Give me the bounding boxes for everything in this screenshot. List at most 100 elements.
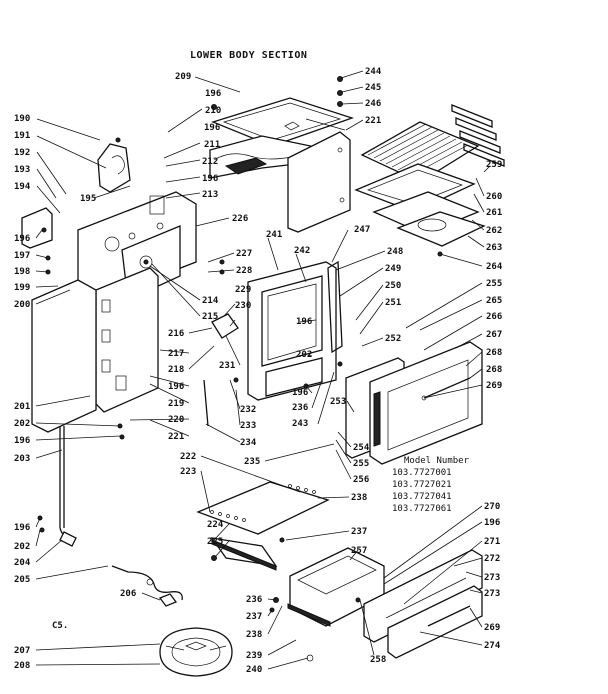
callout-196: 196 [14,234,30,244]
corner-mark: C5. [52,621,68,631]
callout-272: 272 [484,554,500,564]
callout-257: 257 [351,546,367,556]
model-heading: Model Number [404,456,470,466]
callout-209: 209 [175,72,191,82]
callout-200: 200 [14,300,30,310]
callout-268: 268 [486,348,502,358]
callout-210: 210 [205,106,221,116]
callout-202: 202 [14,419,30,429]
callout-labels: 209 196 210 196 211 212 196 213 244 245 … [14,67,503,675]
callout-252: 252 [385,334,401,344]
callout-248: 248 [387,247,403,257]
burner-bowl [159,627,233,677]
callout-224: 224 [207,520,224,530]
callout-196: 196 [168,382,184,392]
model-number-4: 103.7727061 [392,504,452,514]
door-hinge [211,313,239,339]
callout-196: 196 [202,174,218,184]
callout-201: 201 [14,402,30,412]
callout-232: 232 [240,405,256,415]
callout-196: 196 [14,523,30,533]
callout-270: 270 [484,502,500,512]
callout-241: 241 [266,230,282,240]
callout-263: 263 [486,243,502,253]
callout-198: 198 [14,267,30,277]
callout-239: 239 [246,651,262,661]
callout-273: 273 [484,573,500,583]
callout-211: 211 [204,140,220,150]
callout-190: 190 [14,114,30,124]
callout-236: 236 [292,403,308,413]
callout-215: 215 [202,312,218,322]
callout-251: 251 [385,298,401,308]
callout-203: 203 [14,454,30,464]
callout-202: 202 [14,542,30,552]
callout-235: 235 [244,457,260,467]
part-drawings [21,76,505,677]
callout-254: 254 [353,443,370,453]
leveling-leg [59,531,77,547]
model-number-2: 103.7727021 [392,480,452,490]
callout-233: 233 [240,421,256,431]
callout-216: 216 [168,329,184,339]
callout-264: 264 [486,262,503,272]
callout-255: 255 [353,459,369,469]
drawer-front [363,549,483,643]
callout-195: 195 [80,194,96,204]
callout-242: 242 [294,246,310,256]
callout-240: 240 [246,665,262,675]
callout-221: 221 [168,432,184,442]
callout-196: 196 [204,123,220,133]
callout-223: 223 [180,467,196,477]
callout-206: 206 [120,589,136,599]
callout-256: 256 [353,475,369,485]
callout-249: 249 [385,264,401,274]
callout-244: 244 [365,67,382,77]
callout-228: 228 [236,266,252,276]
callout-226: 226 [232,214,248,224]
callout-205: 205 [14,575,30,585]
callout-219: 219 [168,399,184,409]
callout-196: 196 [14,436,30,446]
callout-266: 266 [486,312,502,322]
callout-238: 238 [246,630,262,640]
callout-217: 217 [168,349,184,359]
callout-227: 227 [236,249,252,259]
callout-214: 214 [202,296,219,306]
callout-265: 265 [486,296,502,306]
rack-guides [451,104,505,167]
callout-250: 250 [385,281,401,291]
callout-269: 269 [486,381,502,391]
right-side-panel [287,131,351,233]
oven-liner [95,267,159,413]
callout-193: 193 [14,165,30,175]
callout-260: 260 [486,192,502,202]
model-number-3: 103.7727041 [392,492,452,502]
callout-225: 225 [207,537,223,547]
callout-237: 237 [246,612,262,622]
callout-236: 236 [246,595,262,605]
callout-261: 261 [486,208,502,218]
callout-259: 259 [486,160,502,170]
callout-196: 196 [296,317,312,327]
leader-lines [35,70,491,670]
callout-245: 245 [365,83,381,93]
left-side-panel [31,279,97,433]
callout-268: 268 [486,365,502,375]
callout-220: 220 [168,415,184,425]
callout-218: 218 [168,365,184,375]
callout-213: 213 [202,190,218,200]
callout-274: 274 [484,641,501,651]
callout-253: 253 [330,397,346,407]
callout-238: 238 [351,493,367,503]
model-number-block: Model Number 103.7727001 103.7727021 103… [392,456,470,514]
power-cord [111,565,183,601]
callout-273: 273 [484,589,500,599]
callout-221: 221 [365,116,381,126]
callout-194: 194 [14,182,31,192]
callout-230: 230 [235,301,251,311]
callout-202: 202 [296,350,312,360]
callout-246: 246 [365,99,381,109]
callout-191: 191 [14,131,30,141]
